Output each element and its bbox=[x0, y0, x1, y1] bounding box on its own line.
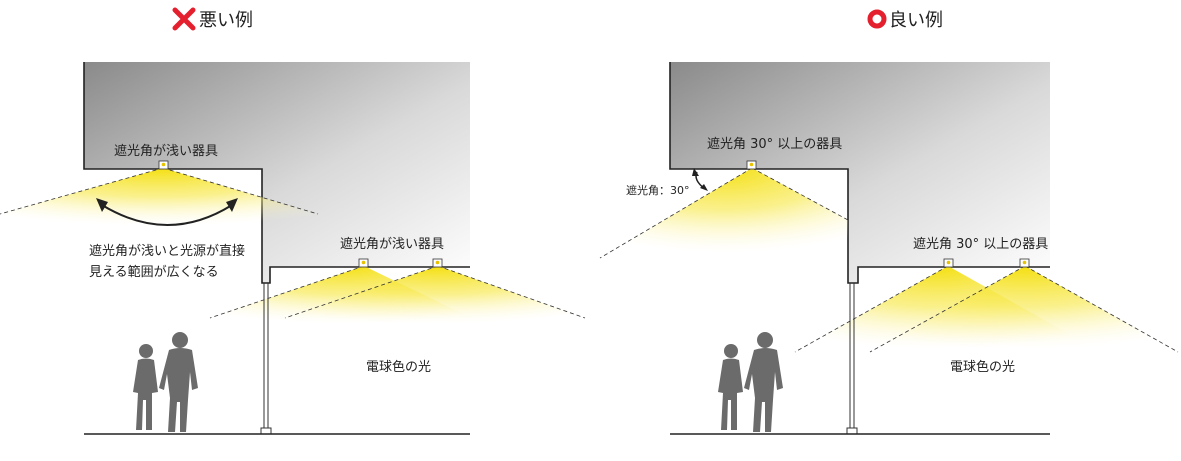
downlight-fixture bbox=[746, 160, 757, 170]
light-beam-lower-2 bbox=[284, 265, 586, 330]
downlight-fixture bbox=[158, 160, 169, 170]
light-beam-lower-2 bbox=[869, 265, 1179, 358]
circle-icon bbox=[867, 9, 887, 29]
people-silhouette bbox=[718, 332, 783, 432]
fixture-label-bottom: 遮光角 30° 以上の器具 bbox=[913, 236, 1048, 252]
downlight-fixture bbox=[432, 258, 443, 268]
good-title: 良い例 bbox=[889, 10, 943, 31]
bad-title: 悪い例 bbox=[199, 10, 253, 31]
annotation-line-2: 見える範囲が広くなる bbox=[89, 265, 219, 280]
downlight-fixture bbox=[1019, 258, 1030, 268]
light-beam-upper bbox=[0, 167, 319, 232]
people-silhouette bbox=[133, 332, 198, 432]
downlight-fixture bbox=[358, 258, 369, 268]
bad-example: 悪い例 bbox=[0, 7, 586, 435]
angle-arrow-icon bbox=[692, 168, 708, 191]
fixture-label-top: 遮光角 30° 以上の器具 bbox=[707, 136, 842, 152]
annotation-line-1: 遮光角が浅いと光源が直接 bbox=[89, 243, 245, 259]
ceiling bbox=[669, 62, 1050, 284]
good-example: 良い例 bbox=[599, 9, 1179, 435]
light-color-label: 電球色の光 bbox=[950, 359, 1015, 375]
ceiling bbox=[83, 62, 470, 284]
visible-range-arrow-icon bbox=[96, 198, 238, 226]
light-color-label: 電球色の光 bbox=[366, 359, 431, 375]
fixture-label-top: 遮光角が浅い器具 bbox=[114, 143, 218, 159]
light-beam-upper bbox=[599, 167, 849, 262]
downlight-fixture bbox=[943, 258, 954, 268]
fixture-label-bottom: 遮光角が浅い器具 bbox=[340, 236, 444, 252]
cross-icon bbox=[172, 7, 196, 31]
wall bbox=[846, 283, 858, 435]
cutoff-angle-label: 遮光角：30° bbox=[626, 183, 690, 197]
